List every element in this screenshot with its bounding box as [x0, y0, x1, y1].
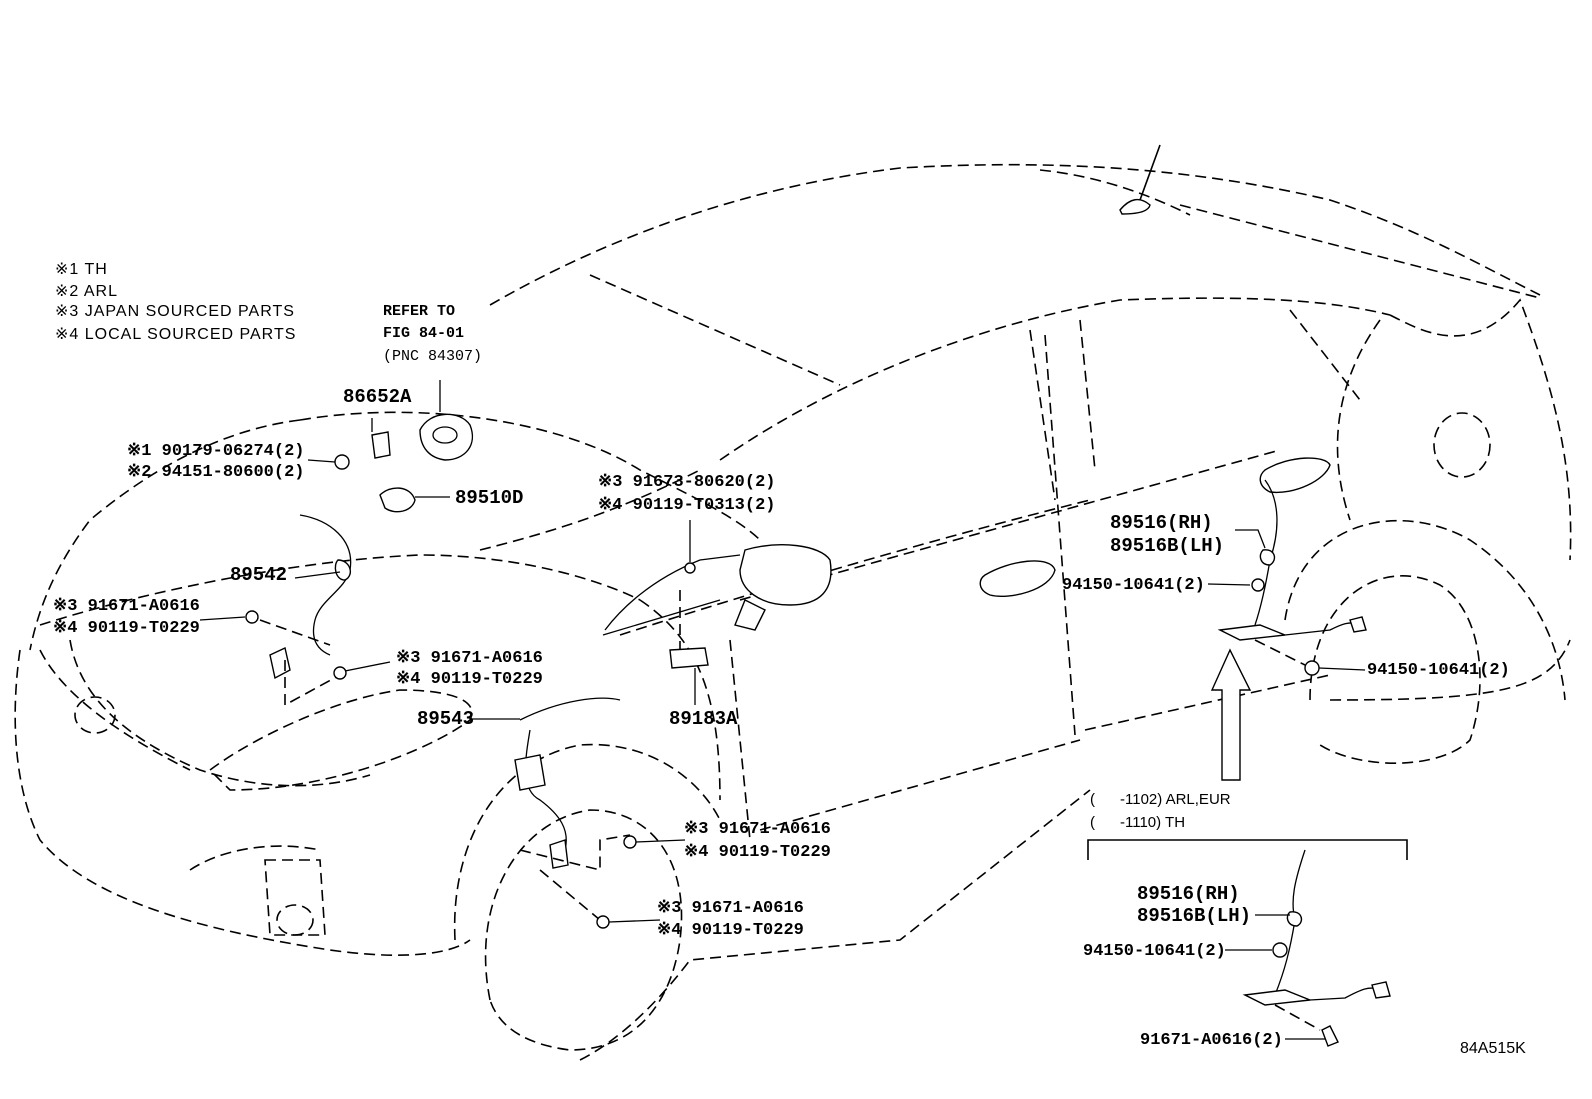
part-89543-label[interactable]: 89543	[417, 708, 475, 730]
part-91671-a-label[interactable]: ※3 91671-A0616	[53, 597, 200, 616]
part-91671-d-label[interactable]: ※3 91671-A0616	[657, 899, 804, 918]
part-89542-label[interactable]: 89542	[230, 564, 288, 586]
part-89183a-label[interactable]: 89183A	[669, 708, 738, 730]
inset-part-94150-label[interactable]: 94150-10641(2)	[1083, 942, 1226, 961]
part-94150-a-label[interactable]: 94150-10641(2)	[1062, 576, 1205, 595]
part-91671-c-label[interactable]: ※3 91671-A0616	[684, 820, 831, 839]
legend-item-2: ※2 ARL	[55, 283, 118, 300]
reference-line-2: FIG 84-01	[383, 325, 465, 342]
inset-part-91671-label[interactable]: 91671-A0616(2)	[1140, 1031, 1283, 1050]
reference-line-3: (PNC 84307)	[383, 348, 483, 365]
part-89516b-lh-label[interactable]: 89516B(LH)	[1110, 535, 1225, 557]
applicability-line-1: ( -1102) ARL,EUR	[1090, 791, 1231, 808]
part-86652a-label[interactable]: 86652A	[343, 386, 412, 408]
reference-line-1: REFER TO	[383, 303, 456, 320]
part-90119-t0313-label[interactable]: ※4 90119-T0313(2)	[598, 496, 776, 515]
part-89516-rh-label[interactable]: 89516(RH)	[1110, 512, 1213, 534]
part-94150-b-label[interactable]: 94150-10641(2)	[1367, 661, 1510, 680]
legend-item-4: ※4 LOCAL SOURCED PARTS	[55, 326, 297, 343]
part-90179-label[interactable]: ※1 90179-06274(2)	[127, 442, 305, 461]
legend-item-3: ※3 JAPAN SOURCED PARTS	[55, 303, 295, 320]
part-90119-b-label[interactable]: ※4 90119-T0229	[396, 670, 543, 689]
part-89510d-label[interactable]: 89510D	[455, 487, 524, 509]
part-90119-c-label[interactable]: ※4 90119-T0229	[684, 843, 831, 862]
applicability-line-2: ( -1110) TH	[1090, 814, 1186, 831]
part-91673-label[interactable]: ※3 91673-80620(2)	[598, 473, 776, 492]
part-90119-d-label[interactable]: ※4 90119-T0229	[657, 921, 804, 940]
inset-part-89516-rh-label[interactable]: 89516(RH)	[1137, 883, 1240, 905]
part-94151-label[interactable]: ※2 94151-80600(2)	[127, 463, 305, 482]
part-91671-b-label[interactable]: ※3 91671-A0616	[396, 649, 543, 668]
legend-item-1: ※1 TH	[55, 261, 108, 278]
inset-part-89516b-lh-label[interactable]: 89516B(LH)	[1137, 905, 1252, 927]
figure-id: 84A515K	[1460, 1040, 1526, 1057]
part-90119-a-label[interactable]: ※4 90119-T0229	[53, 619, 200, 638]
